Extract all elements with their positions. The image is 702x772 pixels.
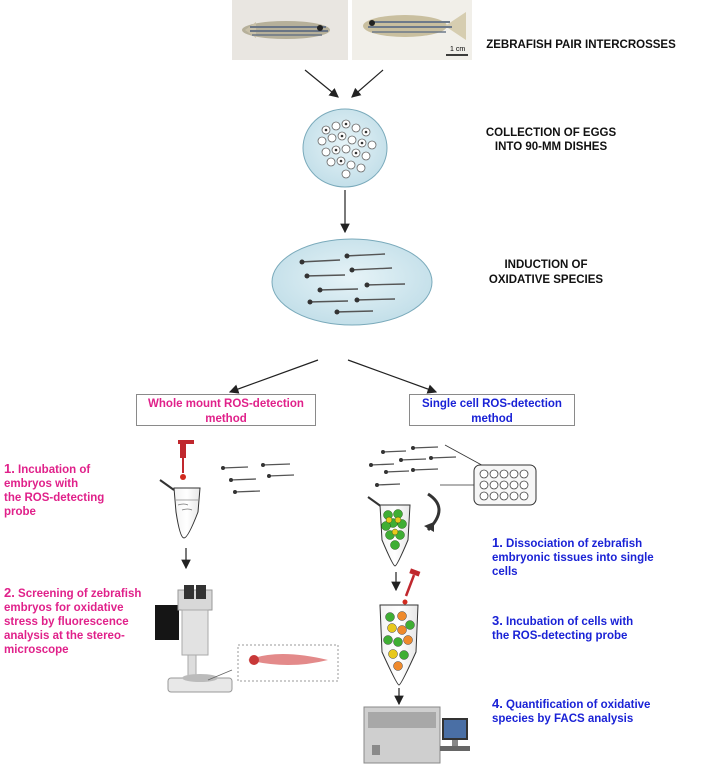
induction-line2: OXIDATIVE SPECIES: [488, 274, 604, 286]
stereomicroscope: [155, 585, 233, 693]
left-step2-number: 2.: [4, 585, 15, 600]
step-intercross-label: ZEBRAFISH PAIR INTERCROSSES: [486, 39, 676, 51]
left-step1-line: Incubation of: [18, 464, 91, 476]
embryos-right: [369, 446, 457, 486]
left-step1-line: probe: [4, 506, 36, 518]
left-step1-line: the ROS-detecting: [4, 492, 105, 504]
left-step2-line: Screening of zebrafish: [18, 588, 142, 600]
collection-line1: COLLECTION OF EGGS: [485, 127, 617, 139]
left-step2: 2. Screening of zebrafish embryos for ox…: [4, 586, 164, 657]
right-step1-line: cells: [492, 566, 518, 578]
left-step1-line: embryos with: [4, 478, 79, 490]
left-step2-line: embryos for oxidative: [4, 602, 124, 614]
induction-line1: INDUCTION OF: [504, 259, 588, 271]
dropper-left: [178, 440, 194, 480]
embryos-left: [221, 463, 295, 493]
right-step1-number: 1.: [492, 535, 503, 550]
dissociation-tube: [367, 496, 411, 567]
larvae-induction-dish: [271, 238, 433, 326]
well-plate: [473, 464, 537, 506]
right-step3: 3. Incubation of cells with the ROS-dete…: [492, 614, 697, 643]
right-step3-line: Incubation of cells with: [506, 616, 634, 628]
right-step4-line: species by FACS analysis: [492, 713, 634, 725]
whole-mount-line1: Whole mount ROS-detection: [148, 398, 304, 410]
egg-collection-dish: [302, 108, 388, 188]
probe-incubation-tube: [379, 604, 419, 686]
left-step2-line: stress by fluorescence: [4, 616, 129, 628]
left-step1-number: 1.: [4, 461, 15, 476]
step-collection-label: COLLECTION OF EGGS INTO 90-MM DISHES: [460, 126, 642, 154]
whole-mount-line2: method: [205, 413, 247, 425]
single-cell-method-box: Single cell ROS-detection method: [409, 394, 575, 426]
right-step1-line: Dissociation of zebrafish: [506, 538, 643, 550]
fluorescent-embryo-image: [207, 644, 339, 682]
right-step4: 4. Quantification of oxidative species b…: [492, 697, 697, 726]
single-cell-line2: method: [471, 413, 513, 425]
step-induction-label: INDUCTION OF OXIDATIVE SPECIES: [460, 258, 632, 288]
right-step1-line: embryonic tissues into single: [492, 552, 654, 564]
scale-bar-label: 1 cm: [450, 46, 466, 53]
right-step3-number: 3.: [492, 613, 503, 628]
left-step2-line: analysis at the stereo-: [4, 630, 125, 642]
collection-line2: INTO 90-MM DISHES: [494, 141, 608, 153]
zebrafish-photo-left: [232, 0, 348, 60]
left-step2-line: microscope: [4, 644, 69, 656]
ros-probe-tube-left: [159, 479, 201, 539]
left-step1: 1. Incubation of embryos with the ROS-de…: [4, 462, 154, 519]
right-step4-line: Quantification of oxidative: [506, 699, 651, 711]
zebrafish-photo-right: [352, 0, 472, 60]
right-step3-line: the ROS-detecting probe: [492, 630, 628, 642]
facs-analyzer: [363, 706, 470, 764]
single-cell-line1: Single cell ROS-detection: [422, 398, 562, 410]
right-step4-number: 4.: [492, 696, 503, 711]
right-step1: 1. Dissociation of zebrafish embryonic t…: [492, 536, 697, 579]
whole-mount-method-box: Whole mount ROS-detection method: [136, 394, 316, 426]
dropper-right: [402, 568, 421, 605]
